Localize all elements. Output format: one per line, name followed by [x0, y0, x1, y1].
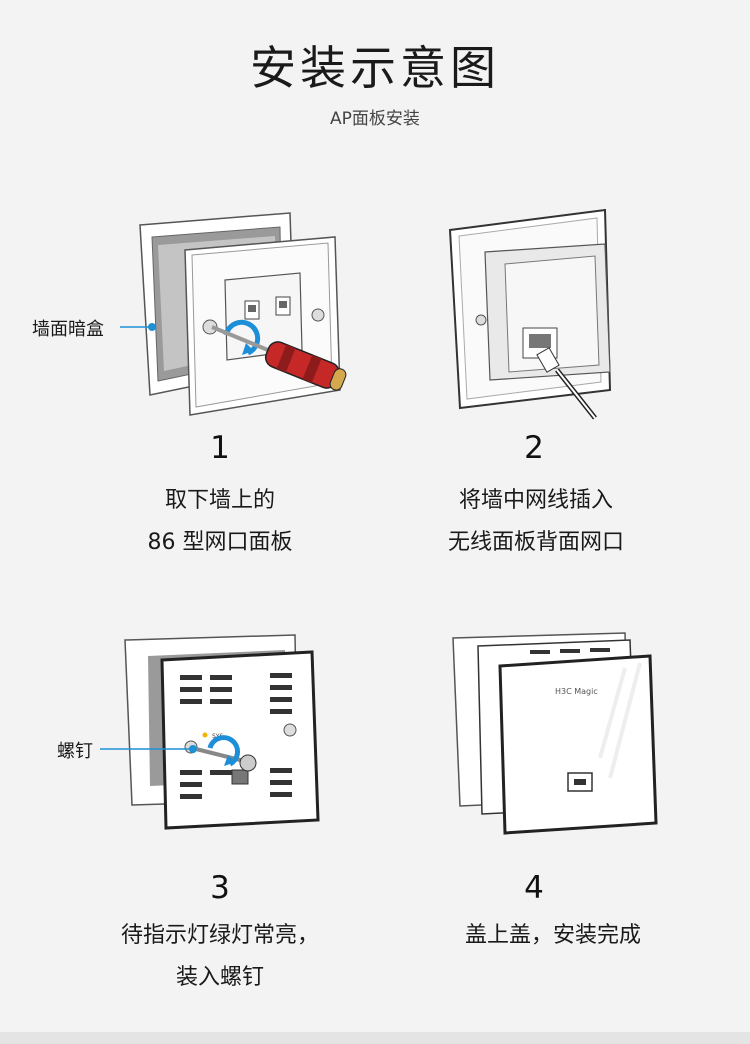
- step1-text-line1: 取下墙上的: [164, 488, 275, 513]
- step2-illustration: [448, 208, 612, 420]
- step1-callout-label: 墙面暗盒: [32, 319, 104, 340]
- step1-illustration: [139, 212, 347, 416]
- step1-number: 1: [210, 430, 230, 466]
- step3-text-line1: 待指示灯绿灯常亮，: [120, 923, 319, 948]
- step3-illustration: SYS: [124, 634, 320, 830]
- step2-text-line1: 将墙中网线插入: [458, 488, 613, 513]
- step3-callout-line: [100, 745, 197, 753]
- step2-text-line2: 无线面板背面网口: [447, 530, 624, 555]
- step2-number: 2: [524, 430, 544, 466]
- bottom-strip: [0, 1032, 750, 1044]
- step1-callout-line: [120, 323, 156, 331]
- page-title: 安装示意图: [250, 41, 500, 95]
- step4-text-line1: 盖上盖，安装完成: [464, 923, 641, 948]
- step3-callout-label: 螺钉: [57, 741, 93, 762]
- step3-number: 3: [210, 870, 230, 906]
- step4-number: 4: [524, 870, 544, 906]
- step4-illustration: H3C Magic: [452, 632, 658, 835]
- step3-text-line2: 装入螺钉: [175, 965, 264, 990]
- step1-text-line2: 86 型网口面板: [147, 530, 293, 555]
- step4-brand-label: H3C Magic: [555, 687, 598, 696]
- page-subtitle: AP面板安装: [330, 109, 420, 129]
